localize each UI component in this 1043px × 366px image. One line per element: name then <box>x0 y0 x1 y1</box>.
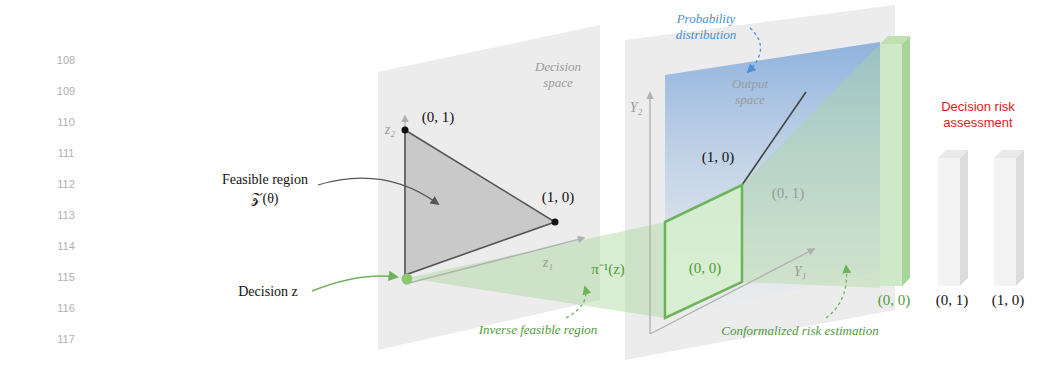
line-number: 117 <box>57 333 75 345</box>
annotation-holder: Probability distribution <box>666 11 746 42</box>
line-number-holder: 116 <box>57 302 75 314</box>
line-number: 112 <box>57 178 75 190</box>
annotation-holder: Conformalized risk estimation <box>721 323 878 339</box>
risk-bar: (0, 1) <box>932 150 972 311</box>
panel-title: Output space <box>724 76 776 107</box>
line-number-holder: 115 <box>57 271 75 283</box>
annotation: Decision risk assessment <box>928 99 1028 132</box>
leader-arrow <box>566 287 586 318</box>
line-number-holder: 110 <box>57 116 75 128</box>
bar-side <box>902 36 910 286</box>
vertex-label: (0, 1) <box>422 109 455 126</box>
line-number: 108 <box>57 54 75 66</box>
line-number: 113 <box>57 209 75 221</box>
region-label: π⁻¹(z) <box>591 258 625 278</box>
line-number: 111 <box>58 147 75 159</box>
panel-face <box>378 25 600 350</box>
decision-dot <box>402 274 413 285</box>
risk-bar: (0, 0) <box>874 36 914 311</box>
bar-label: (0, 1) <box>936 292 969 309</box>
region-label-holder: (0, 0) <box>689 260 722 277</box>
space-panel: Decision space <box>376 22 602 352</box>
region-label-holder: π⁻¹(z) <box>591 258 625 278</box>
region-label: (1, 0) <box>702 149 735 166</box>
line-number-holder: 109 <box>57 85 75 97</box>
bar-outline <box>932 150 972 311</box>
line-number-holder: 117 <box>57 333 75 345</box>
line-number: 115 <box>57 271 75 283</box>
annotation: Conformalized risk estimation <box>721 323 878 339</box>
bar-front <box>994 158 1016 286</box>
axis-label-holder: z₂ <box>385 122 395 138</box>
annotation: Decision z <box>238 284 297 300</box>
annotation-holder: 𝒵(θ) <box>251 191 278 207</box>
risk-bar: (1, 0) <box>988 150 1028 311</box>
axis-label-holder: Y₂ <box>630 100 643 116</box>
line-number-holder: 112 <box>57 178 75 190</box>
vertex-label-holder: (0, 1) <box>422 109 455 126</box>
axis-label-holder: z₁ <box>543 255 553 271</box>
line-number: 110 <box>57 116 75 128</box>
region-label: (0, 1) <box>772 185 805 202</box>
axis-label: Y₁ <box>794 264 807 280</box>
y2-axis <box>649 93 650 334</box>
region-label-holder: (1, 0) <box>702 149 735 166</box>
bar-label: (0, 0) <box>878 292 911 309</box>
annotation-holder: Inverse feasible region <box>479 322 598 338</box>
vertex-label-holder: (1, 0) <box>542 189 575 206</box>
region-label: (0, 0) <box>689 260 722 277</box>
line-number-holder: 108 <box>57 54 75 66</box>
bar-label-holder: (0, 0) <box>878 292 911 309</box>
annotation-holder: Decision risk assessment <box>928 99 1028 132</box>
bar-side <box>1016 150 1024 286</box>
annotation: 𝒵(θ) <box>251 191 278 207</box>
bar-front <box>938 158 960 286</box>
space-panel: Output space (0, 0) <box>622 2 898 362</box>
annotation: Inverse feasible region <box>479 322 598 338</box>
vertex-dot <box>552 219 559 226</box>
axis-label: Y₂ <box>630 100 643 116</box>
vertex-label: (1, 0) <box>542 189 575 206</box>
line-number-holder: 111 <box>58 147 75 159</box>
panel-title: Decision space <box>528 59 588 90</box>
bar-label-holder: (1, 0) <box>992 292 1025 309</box>
probability-field <box>665 42 880 318</box>
region-outline <box>663 183 744 320</box>
line-number-holder: 113 <box>57 209 75 221</box>
line-number: 109 <box>57 85 75 97</box>
panel-title-holder: Output space <box>724 76 776 107</box>
bar-outline <box>988 150 1028 311</box>
panel-title-holder: Decision space <box>528 59 588 90</box>
annotation-holder: Feasible region <box>222 172 308 188</box>
bar-label-holder: (0, 1) <box>936 292 969 309</box>
bar-side <box>960 150 968 286</box>
axis-label: z₂ <box>385 122 395 138</box>
line-number: 116 <box>57 302 75 314</box>
bar-label: (1, 0) <box>992 292 1025 309</box>
line-number-holder: 114 <box>57 240 75 252</box>
axis-label: z₁ <box>543 255 553 271</box>
region-face <box>665 185 742 318</box>
region-label-holder: (0, 1) <box>772 185 805 202</box>
panel-outline <box>622 2 898 362</box>
line-number: 114 <box>57 240 75 252</box>
bar-outline <box>874 36 914 311</box>
bar-front <box>880 44 902 286</box>
inverse-region: (0, 0) <box>663 183 744 320</box>
vertex-dot <box>402 127 409 134</box>
axis-label-holder: Y₁ <box>794 264 807 280</box>
panel-face <box>625 5 895 360</box>
annotation: Feasible region <box>222 172 308 188</box>
annotation: Probability distribution <box>666 11 746 42</box>
annotation-holder: Decision z <box>238 284 297 300</box>
